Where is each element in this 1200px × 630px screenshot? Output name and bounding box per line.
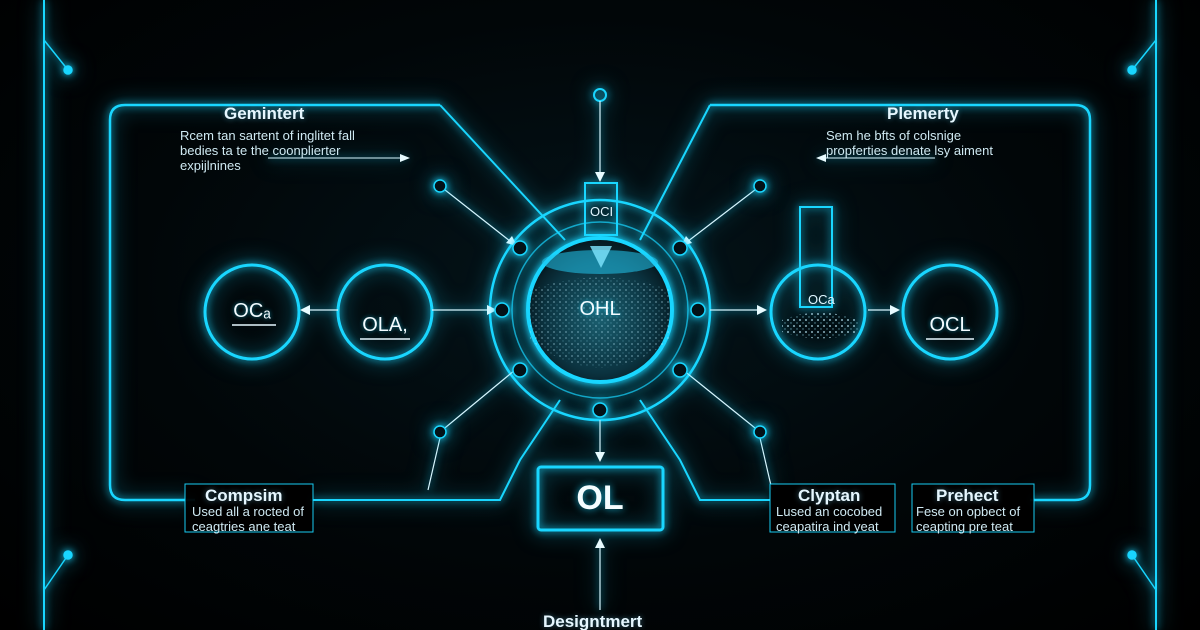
top-right-heading: Plemerty [887, 104, 959, 123]
top-left-line-3: expijlnines [180, 158, 241, 173]
bottom-left-line-2: ceagtries ane teat [192, 519, 296, 534]
bottom-left-heading: Compsim [205, 486, 283, 505]
right-tube [799, 206, 833, 308]
top-left-description: Rcem tan sartent of inglitet fall bedies… [180, 128, 355, 173]
left-frame-diagonal [439, 104, 566, 241]
output-box [536, 465, 665, 532]
bottom-title: Designtmert [543, 612, 643, 630]
top-input-dot [593, 88, 607, 102]
output-box-label: OL [576, 479, 624, 517]
node-far-left-label: OCₐ [233, 300, 271, 322]
node-far-right-ring [901, 263, 999, 361]
node-far-right-label: OCL [929, 314, 971, 336]
arrow-heads [300, 154, 900, 548]
ring-markers [63, 65, 1137, 560]
left-loop-frame [108, 103, 440, 502]
top-right-line-1: Sem he bfts of colsnige [826, 128, 962, 143]
right-bottom-connector [639, 399, 770, 501]
bottom-left-description: Used all a rocted of ceagtries ane teat [192, 504, 304, 534]
node-left-ring [336, 263, 434, 361]
node-left-label: OLA, [362, 314, 408, 336]
node-far-left-ring [203, 263, 301, 361]
bottom-mid-right-line-1: Lused an cocobed [776, 504, 883, 519]
reactor-inner-ring [511, 221, 689, 399]
bottom-left-line-1: Used all a rocted of [192, 504, 305, 519]
bottom-right-description: Fese on opbect of ceapting pre teat [916, 504, 1020, 534]
right-tube-sediment [782, 312, 858, 339]
node-center-label: OHL [579, 298, 621, 320]
reactor-liquid [526, 236, 674, 384]
bottom-mid-right-description: Lused an cocobed ceapatira ind yeat [776, 504, 882, 534]
bottom-right-line-2: ceapting pre teat [916, 519, 1013, 534]
bottom-right-line-1: Fese on opbect of [916, 504, 1021, 519]
center-tube-label: OCI [590, 204, 614, 219]
right-loop-frame [710, 103, 1092, 502]
top-left-line-2: bedies ta te the coonplierter [180, 143, 341, 158]
center-tube [584, 182, 618, 236]
top-right-line-2: propferties denate lsy aiment [826, 143, 993, 158]
right-frame-diagonal [639, 104, 711, 241]
bottom-mid-right-line-2: ceapatira ind yeat [776, 519, 879, 534]
top-right-description: Sem he bfts of colsnige propferties dena… [826, 128, 993, 158]
left-bottom-connector [310, 399, 561, 501]
right-tube-label: OCa [808, 292, 835, 307]
top-left-heading: Gemintert [224, 104, 305, 123]
bottom-right-heading: Prehect [936, 486, 999, 505]
node-right-ring [769, 263, 867, 361]
top-left-line-1: Rcem tan sartent of inglitet fall [180, 128, 355, 143]
bottom-mid-right-heading: Clyptan [798, 486, 861, 505]
